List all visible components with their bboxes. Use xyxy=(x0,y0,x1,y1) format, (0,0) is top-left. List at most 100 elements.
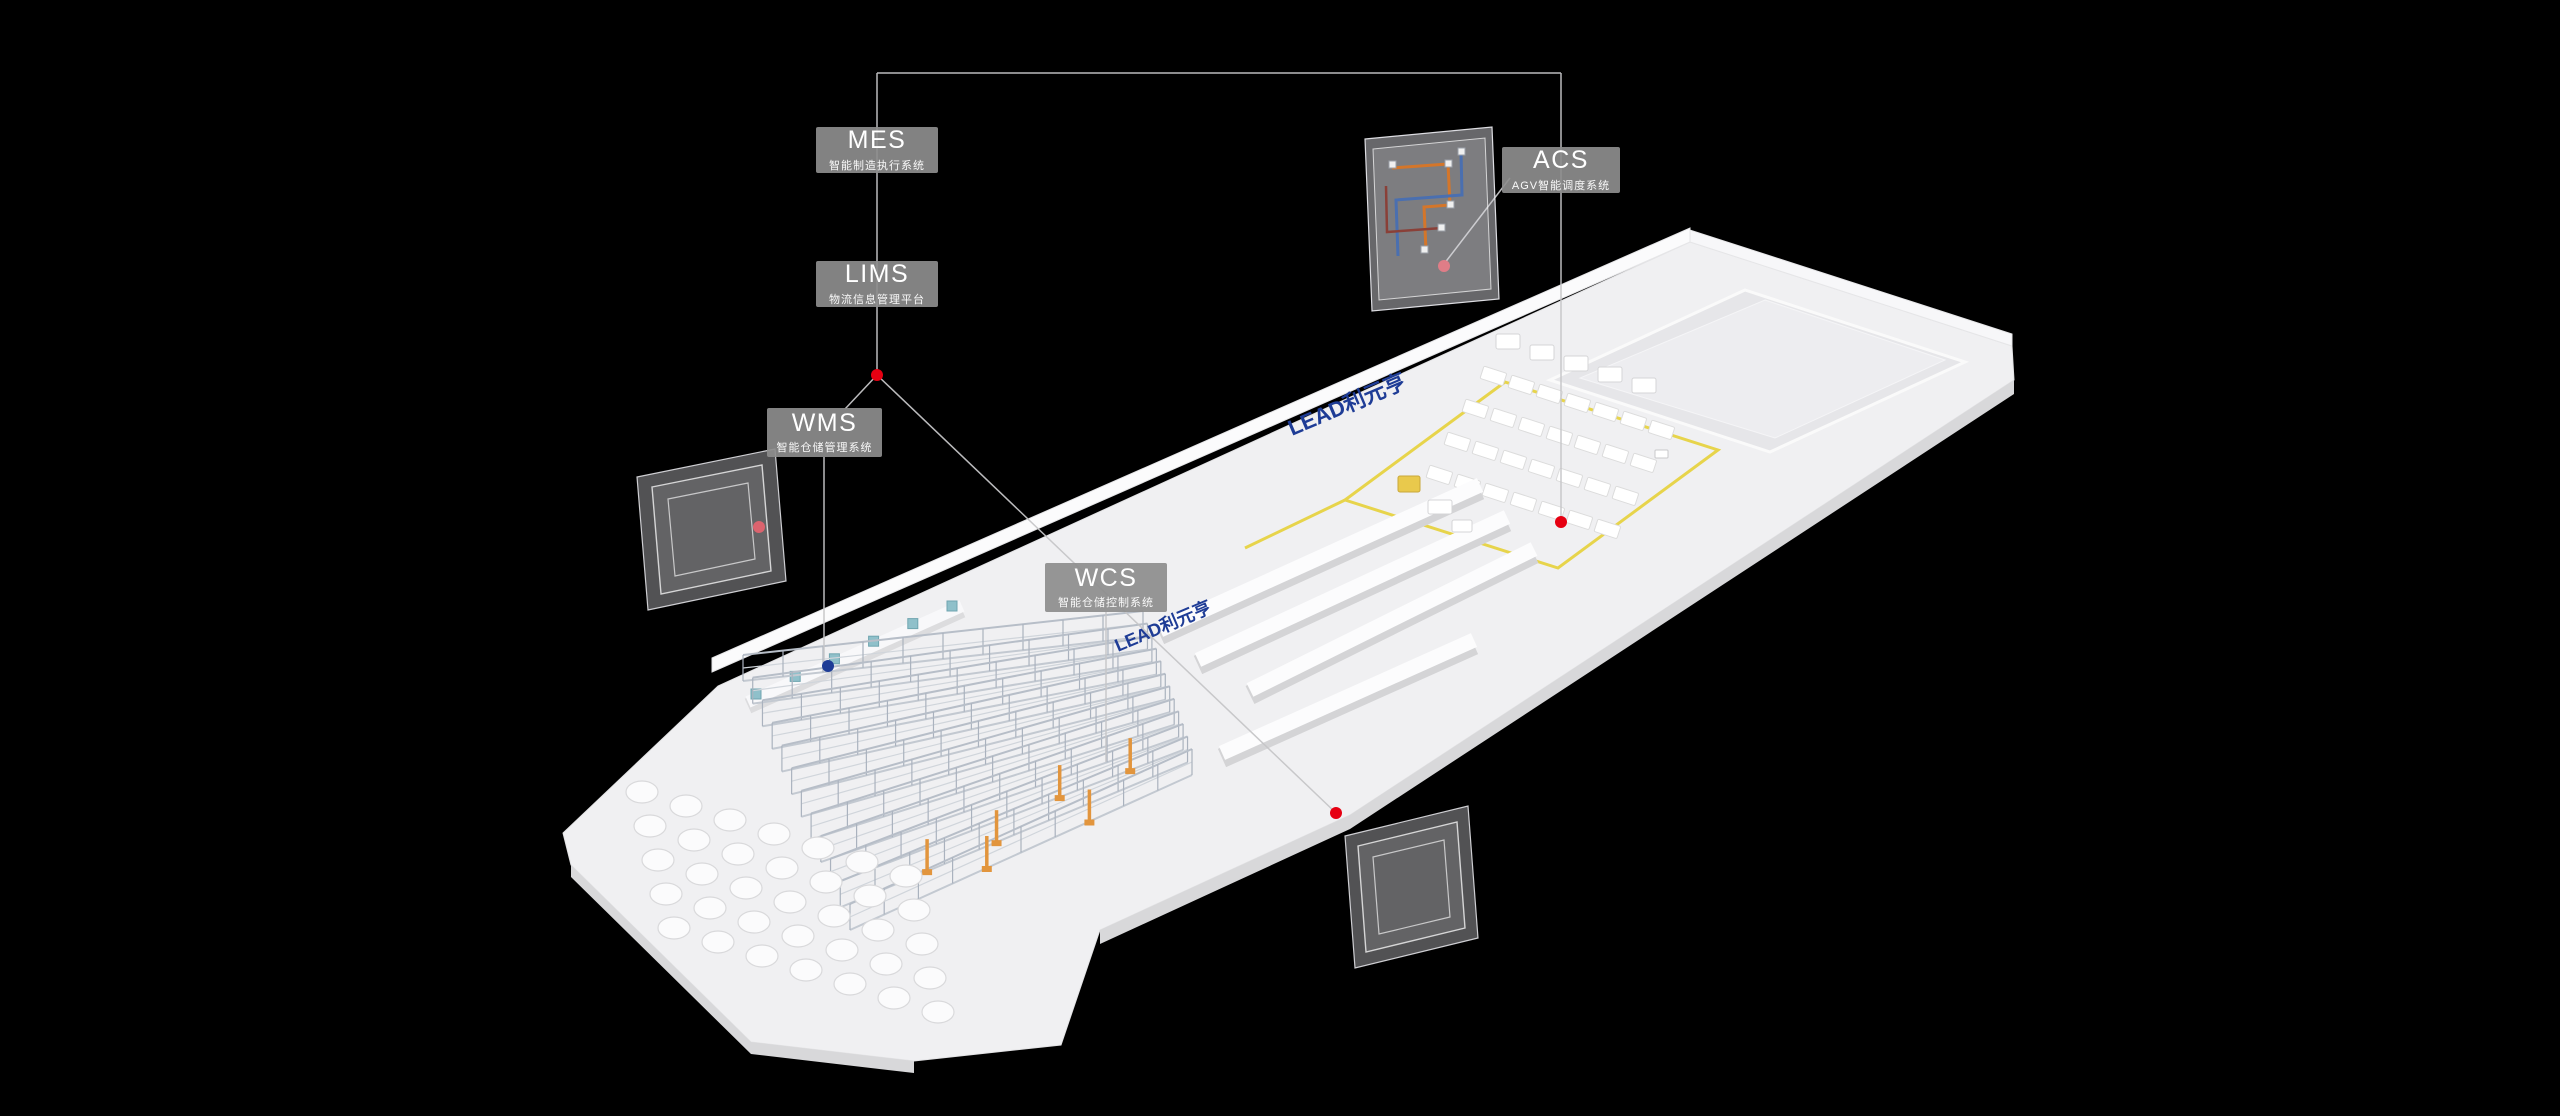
pallet-stack xyxy=(1629,452,1657,473)
connector-junction-wms xyxy=(844,374,878,410)
rack-row xyxy=(829,722,1184,886)
floor-machines xyxy=(1397,333,1669,533)
rack-row xyxy=(742,610,1144,682)
screen-panel-bottom xyxy=(1344,805,1479,969)
callout-mes: MES 智能制造执行系统 xyxy=(816,127,938,173)
material-roll xyxy=(685,862,719,886)
pallet-stack xyxy=(1489,407,1517,428)
material-roll xyxy=(889,864,923,888)
pallet-stack xyxy=(1593,518,1621,539)
stacker-crane-base xyxy=(1054,795,1065,802)
node-wms-blue xyxy=(822,660,834,672)
agv-route-maroon xyxy=(1384,185,1443,234)
stacker-crane-base xyxy=(1125,768,1136,775)
conveyor-item xyxy=(750,688,762,700)
callout-lims-subtitle: 物流信息管理平台 xyxy=(829,293,925,306)
material-roll xyxy=(773,890,807,914)
pallet-stack xyxy=(1509,491,1537,512)
material-roll xyxy=(745,944,779,968)
material-roll xyxy=(765,856,799,880)
pallet-stack xyxy=(1461,398,1489,419)
stacker-crane-base xyxy=(922,869,933,876)
agv-map-panel xyxy=(1364,126,1500,312)
transfer-machine xyxy=(1451,519,1473,533)
callout-wms: WMS 智能仓储管理系统 xyxy=(767,408,882,457)
material-roll xyxy=(649,882,683,906)
stacker-crane-base xyxy=(991,840,1002,847)
pallet-stack xyxy=(1611,485,1639,506)
material-roll xyxy=(853,884,887,908)
node-panel-red xyxy=(1330,807,1342,819)
tank-rows xyxy=(625,780,955,1024)
material-roll xyxy=(833,972,867,996)
pallet-stack xyxy=(1537,500,1565,521)
pallet-stack xyxy=(1573,434,1601,455)
callout-wcs-subtitle: 智能仓储控制系统 xyxy=(1058,597,1154,610)
material-roll xyxy=(693,896,727,920)
pallet-stack xyxy=(1481,482,1509,503)
material-roll xyxy=(913,966,947,990)
pallet-stack xyxy=(1565,509,1593,530)
pallet-area xyxy=(1425,365,1675,539)
stacker-crane-base xyxy=(1084,819,1095,826)
material-roll xyxy=(781,924,815,948)
callout-wcs: WCS 智能仓储控制系统 xyxy=(1045,563,1167,612)
pallet-stack xyxy=(1471,440,1499,461)
material-roll xyxy=(657,916,691,940)
agv-route-loop xyxy=(1244,380,1722,570)
rack-row xyxy=(761,635,1153,728)
palletizer-machine xyxy=(1397,475,1421,493)
pallet-stack xyxy=(1517,416,1545,437)
pallet-stack xyxy=(1647,419,1675,440)
pallet-stack xyxy=(1591,401,1619,422)
callout-acs-title: ACS xyxy=(1533,146,1589,175)
dock-recess xyxy=(1545,288,1970,454)
material-roll xyxy=(713,808,747,832)
callout-lims: LIMS 物流信息管理平台 xyxy=(816,261,938,307)
agv-vehicle xyxy=(1654,449,1669,459)
rack-row xyxy=(781,660,1162,773)
pallet-stack xyxy=(1527,458,1555,479)
callout-wcs-title: WCS xyxy=(1074,563,1138,592)
pallet-stack xyxy=(1507,374,1535,395)
node-left-panel-red xyxy=(753,521,765,533)
callout-wms-subtitle: 智能仓储管理系统 xyxy=(776,442,873,455)
material-roll xyxy=(729,876,763,900)
conveyor-bar xyxy=(1217,633,1479,768)
material-roll xyxy=(817,904,851,928)
screen-panels xyxy=(636,126,1500,969)
material-roll xyxy=(825,938,859,962)
conveyors xyxy=(744,333,1669,768)
pallet-stack xyxy=(1583,476,1611,497)
pallet-stack xyxy=(1555,467,1583,488)
material-roll xyxy=(809,870,843,894)
process-machine xyxy=(1631,377,1657,394)
conveyor-bar xyxy=(1245,542,1539,704)
process-machine xyxy=(1495,333,1521,350)
material-roll xyxy=(897,898,931,922)
material-roll xyxy=(633,814,667,838)
callout-mes-title: MES xyxy=(847,126,907,155)
material-roll xyxy=(625,780,659,804)
conveyor-item xyxy=(907,618,919,630)
material-roll xyxy=(737,910,771,934)
conveyor-item xyxy=(946,600,958,612)
material-roll xyxy=(869,952,903,976)
transfer-machine xyxy=(1427,499,1453,515)
callout-acs: ACS AGV智能调度系统 xyxy=(1502,147,1620,193)
agv-path-spur xyxy=(1244,498,1346,550)
agv-path xyxy=(1341,380,1722,570)
node-agv-area-red xyxy=(1555,516,1567,528)
conveyor-bar xyxy=(1155,478,1485,645)
pallet-stack xyxy=(1601,443,1629,464)
rack-row xyxy=(800,685,1171,818)
process-machine xyxy=(1597,366,1623,383)
pallet-stack xyxy=(1425,464,1453,485)
dock-recess-inner xyxy=(1578,299,1947,439)
callout-wms-title: WMS xyxy=(791,408,858,437)
rack-row xyxy=(791,672,1166,796)
back-wall xyxy=(711,227,1691,673)
conveyor-bar xyxy=(1193,510,1512,675)
